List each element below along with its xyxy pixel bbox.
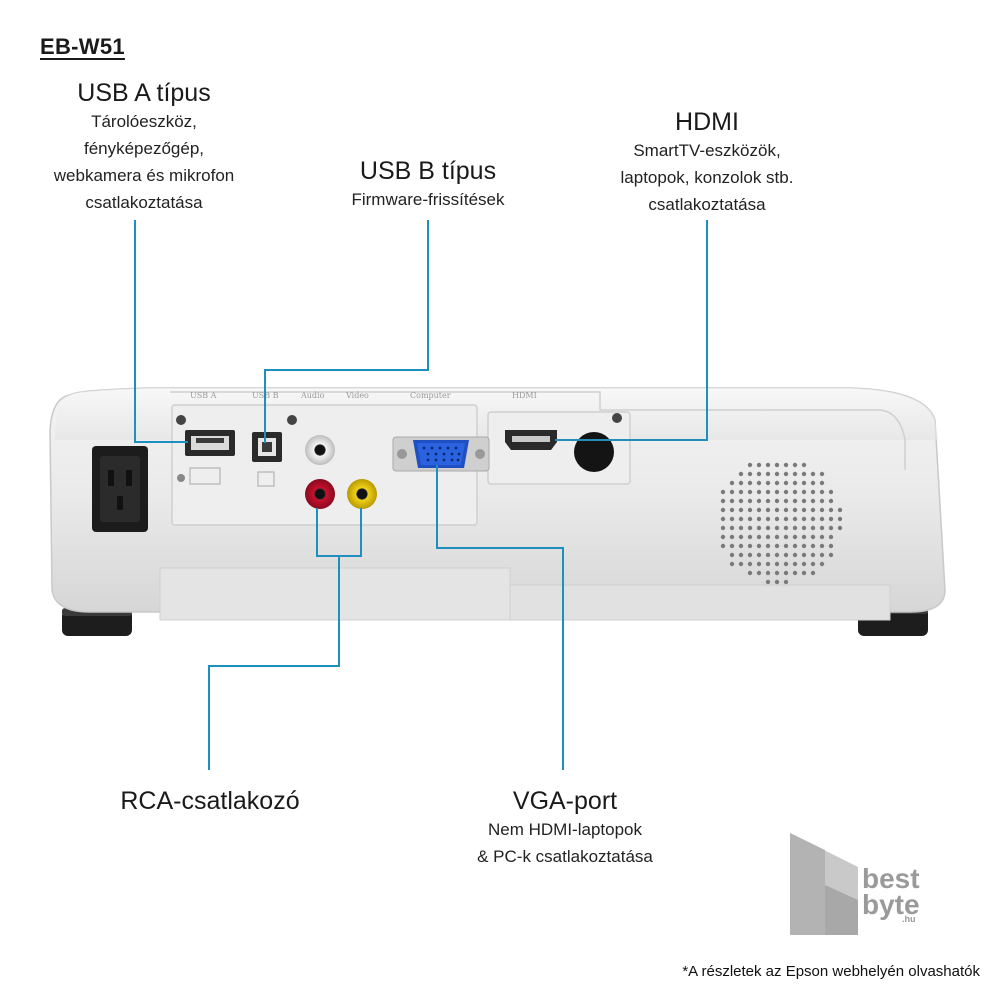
callout-vga [436,465,564,770]
label-usb-a-line: webkamera és mikrofon [53,166,235,185]
silk-video: Video [345,391,369,400]
logo-text-suffix: .hu [902,914,916,924]
label-hdmi-line: laptopok, konzolok stb. [620,168,794,187]
label-hdmi: HDMI SmartTV-eszközök, laptopok, konzolo… [592,107,822,218]
silk-computer: Computer [410,391,451,400]
label-vga-title: VGA-port [512,787,618,815]
usb-a-port [185,430,235,485]
silk-usb-a: USB A [190,391,217,400]
rca-audio-white-jack [305,435,335,465]
label-usb-a-line: Tárolóeszköz, [91,112,197,131]
label-vga: VGA-port Nem HDMI-laptopok & PC-k csatla… [455,786,675,870]
footnote: *A részletek az Epson webhelyén olvashat… [682,963,980,980]
callout-rca [208,556,340,770]
silk-audio: Audio [300,391,325,400]
label-rca: RCA-csatlakozó [100,786,320,816]
label-usb-b-line: Firmware-frissítések [351,190,505,209]
label-hdmi-line: csatlakoztatása [648,195,766,214]
rca-audio-red-jack [305,479,335,509]
label-vga-line: & PC-k csatlakoztatása [477,847,653,866]
callout-usb-b [264,220,429,443]
vga-port [392,436,490,472]
label-usb-b-title: USB B típus [359,157,497,185]
power-inlet [92,446,148,532]
callout-usb-a [134,220,188,443]
label-usb-a-line: csatlakoztatása [85,193,203,212]
ir-receiver-icon [574,432,614,472]
rca-video-yellow-jack [347,479,377,509]
callout-hdmi [555,220,708,441]
label-usb-b: USB B típus Firmware-frissítések [318,156,538,213]
logo-text-best: best [862,863,920,894]
label-hdmi-title: HDMI [675,108,739,136]
bestbyte-logo: best byte .hu [790,833,920,935]
label-vga-line: Nem HDMI-laptopok [488,820,642,839]
logo-text-byte: byte [862,889,920,920]
callout-lines [134,220,708,770]
silk-hdmi: HDMI [512,391,537,400]
usb-b-port [252,432,282,487]
speaker-grille [720,462,843,585]
label-hdmi-line: SmartTV-eszközök, [633,141,781,160]
model-title: EB-W51 [40,34,125,59]
label-rca-title: RCA-csatlakozó [120,787,300,815]
label-usb-a-title: USB A típus [77,79,211,107]
label-usb-a: USB A típus Tárolóeszköz, fényképezőgép,… [30,78,258,216]
hdmi-port [505,430,557,450]
label-usb-a-line: fényképezőgép, [83,139,205,158]
